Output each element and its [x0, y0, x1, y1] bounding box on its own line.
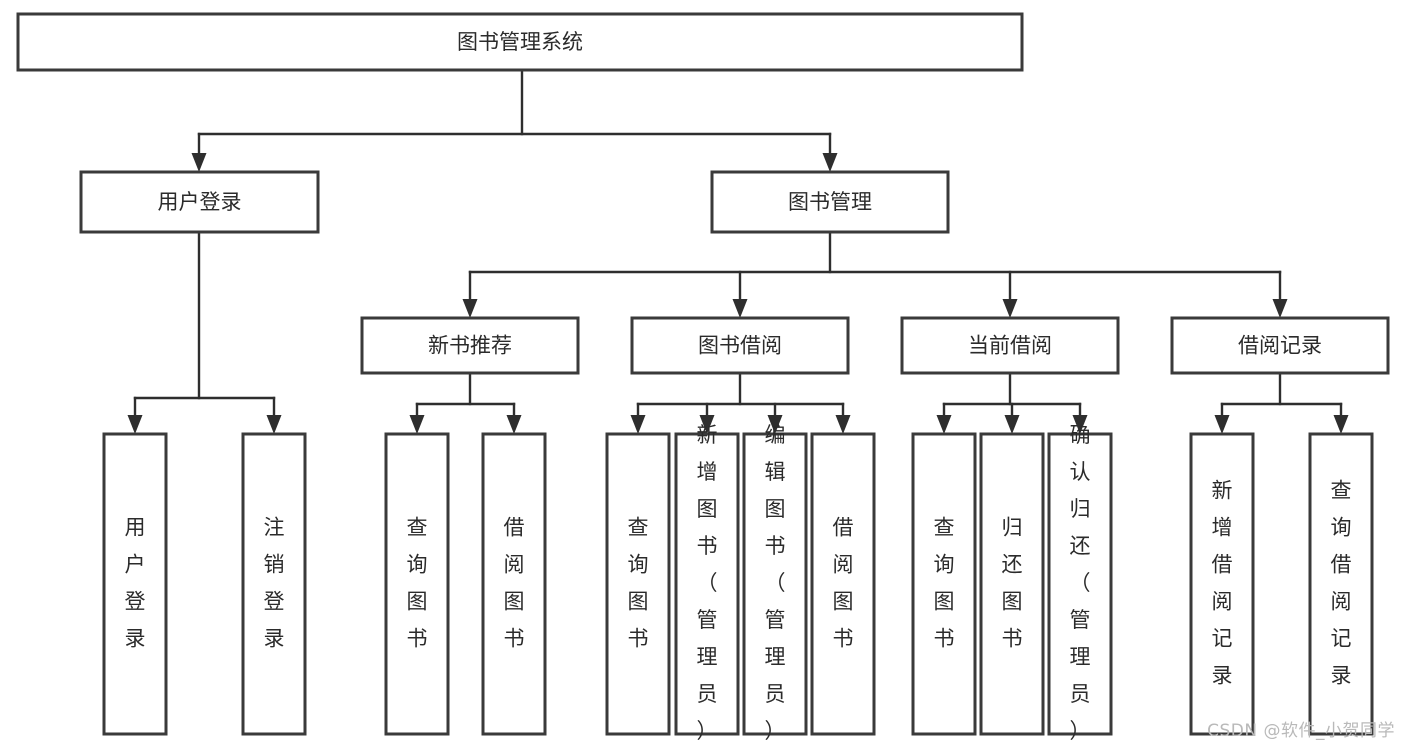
node-box[interactable]: [102, 432, 168, 736]
connector-bookmgmt-to-level3: [462, 230, 1288, 318]
arrow-head-icon: [767, 415, 783, 434]
node-box[interactable]: [1047, 432, 1113, 736]
arrow-head-icon: [822, 153, 838, 172]
node-label: 借阅图书: [833, 516, 854, 651]
node-box[interactable]: [674, 432, 740, 736]
node-label: 注销登录: [264, 516, 285, 651]
arrow-head-icon: [630, 415, 646, 434]
node-leaf-query-borrow-record[interactable]: 查询借阅记录: [1308, 432, 1374, 736]
node-leaf-add-borrow-record[interactable]: 新增借阅记录: [1189, 432, 1255, 736]
connector-record-to-leaves: [1214, 371, 1349, 434]
node-label: 图书管理: [788, 190, 872, 214]
node-box[interactable]: [979, 432, 1045, 736]
node-label: 查询借阅记录: [1331, 479, 1352, 688]
node-box[interactable]: [630, 316, 850, 375]
node-label: 新增图书（管理员）: [697, 423, 718, 743]
node-leaf-logout-login[interactable]: 注销登录: [241, 432, 307, 736]
connector-borrow-to-leaves: [630, 371, 851, 434]
node-borrow-record[interactable]: 借阅记录: [1170, 316, 1390, 375]
arrow-head-icon: [1333, 415, 1349, 434]
node-label: 查询图书: [628, 516, 649, 651]
connector-current-to-leaves: [936, 371, 1088, 434]
node-box[interactable]: [710, 170, 950, 234]
node-leaf-query-book-current[interactable]: 查询图书: [911, 432, 977, 736]
node-label: 用户登录: [125, 516, 146, 651]
arrow-head-icon: [699, 415, 715, 434]
node-book-management[interactable]: 图书管理: [710, 170, 950, 234]
arrow-head-icon: [732, 299, 748, 318]
node-label: 用户登录: [158, 190, 242, 214]
connector-root-to-level2: [191, 68, 838, 172]
node-new-book-recommend[interactable]: 新书推荐: [360, 316, 580, 375]
node-box[interactable]: [810, 432, 876, 736]
node-leaf-borrow-book[interactable]: 借阅图书: [810, 432, 876, 736]
node-leaf-user-login[interactable]: 用户登录: [102, 432, 168, 736]
arrow-head-icon: [936, 415, 952, 434]
node-leaf-borrow-book-recommend[interactable]: 借阅图书: [481, 432, 547, 736]
node-box[interactable]: [79, 170, 320, 234]
node-box[interactable]: [605, 432, 671, 736]
arrow-head-icon: [506, 415, 522, 434]
node-label: 借阅记录: [1238, 334, 1322, 358]
arrow-head-icon: [1002, 299, 1018, 318]
node-root[interactable]: 图书管理系统: [16, 12, 1024, 72]
node-label: 图书借阅: [698, 334, 782, 358]
node-leaf-confirm-return[interactable]: 确认归还（管理员）: [1047, 423, 1113, 743]
connector-recommend-to-leaves: [409, 371, 522, 434]
node-label: 借阅图书: [504, 516, 525, 651]
node-box[interactable]: [1189, 432, 1255, 736]
node-leaf-edit-book[interactable]: 编辑图书（管理员）: [742, 423, 808, 743]
node-leaf-query-book-recommend[interactable]: 查询图书: [384, 432, 450, 736]
node-user-login[interactable]: 用户登录: [79, 170, 320, 234]
node-current-borrow[interactable]: 当前借阅: [900, 316, 1120, 375]
arrow-head-icon: [1072, 415, 1088, 434]
node-box[interactable]: [1170, 316, 1390, 375]
node-box[interactable]: [384, 432, 450, 736]
node-box[interactable]: [481, 432, 547, 736]
node-label: 图书管理系统: [457, 30, 583, 54]
node-box[interactable]: [16, 12, 1024, 72]
node-box[interactable]: [742, 432, 808, 736]
arrow-head-icon: [191, 153, 207, 172]
node-box[interactable]: [911, 432, 977, 736]
node-book-borrow[interactable]: 图书借阅: [630, 316, 850, 375]
watermark-label: CSDN @软件_小贺同学: [1207, 721, 1395, 741]
node-label: 新增借阅记录: [1212, 479, 1233, 688]
node-label: 查询图书: [934, 516, 955, 651]
connector-userlogin-to-leaves: [127, 230, 282, 434]
node-leaf-query-book-borrow[interactable]: 查询图书: [605, 432, 671, 736]
arrow-head-icon: [1214, 415, 1230, 434]
node-box[interactable]: [360, 316, 580, 375]
arrow-head-icon: [835, 415, 851, 434]
arrow-head-icon: [266, 415, 282, 434]
node-layer: 图书管理系统用户登录图书管理新书推荐图书借阅当前借阅借阅记录用户登录注销登录查询…: [16, 12, 1390, 743]
node-box[interactable]: [241, 432, 307, 736]
node-label: 新书推荐: [428, 334, 512, 358]
node-label: 确认归还（管理员）: [1070, 423, 1091, 743]
node-leaf-return-book[interactable]: 归还图书: [979, 432, 1045, 736]
node-leaf-add-book[interactable]: 新增图书（管理员）: [674, 423, 740, 743]
node-box[interactable]: [1308, 432, 1374, 736]
connector-layer: [127, 68, 1349, 434]
arrow-head-icon: [1004, 415, 1020, 434]
node-label: 当前借阅: [968, 334, 1052, 358]
arrow-head-icon: [462, 299, 478, 318]
node-label: 编辑图书（管理员）: [765, 423, 786, 743]
node-box[interactable]: [900, 316, 1120, 375]
arrow-head-icon: [1272, 299, 1288, 318]
arrow-head-icon: [127, 415, 143, 434]
node-label: 归还图书: [1002, 516, 1023, 651]
arrow-head-icon: [409, 415, 425, 434]
node-label: 查询图书: [407, 516, 428, 651]
